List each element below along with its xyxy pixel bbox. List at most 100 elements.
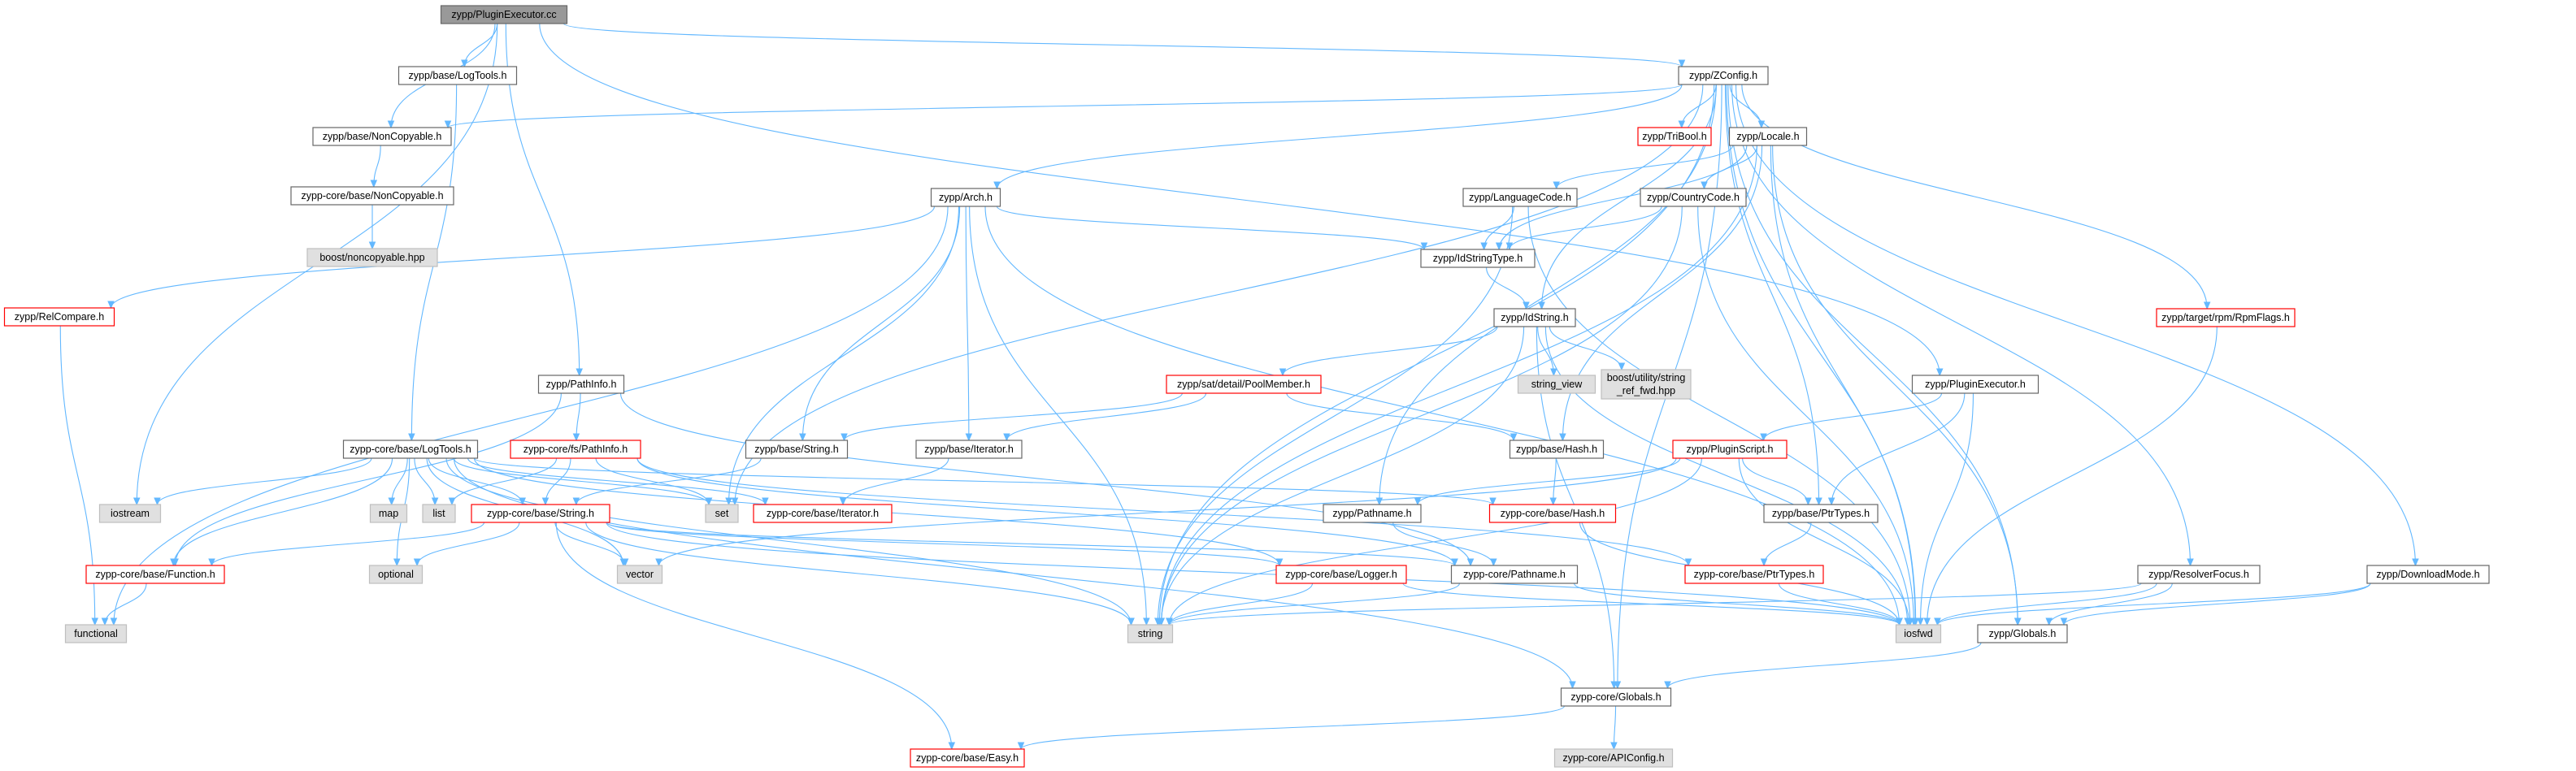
edge-idstring-to-boost-string-ref bbox=[1549, 326, 1626, 371]
node-label: zypp/Arch.h bbox=[939, 192, 993, 203]
node-box bbox=[745, 440, 849, 459]
graph-node-core-logger[interactable]: zypp-core/base/Logger.h bbox=[1275, 565, 1407, 584]
graph-node-noncopyable[interactable]: zypp/base/NonCopyable.h bbox=[312, 127, 452, 146]
node-box bbox=[422, 504, 456, 523]
graph-node-core-pathname[interactable]: zypp-core/Pathname.h bbox=[1450, 565, 1579, 584]
graph-node-poolmember[interactable]: zypp/sat/detail/PoolMember.h bbox=[1166, 375, 1322, 394]
graph-node-locale[interactable]: zypp/Locale.h bbox=[1728, 127, 1808, 146]
graph-node-boost-noncopyable[interactable]: boost/noncopyable.hpp bbox=[306, 248, 438, 267]
graph-node-logtools-h[interactable]: zypp/base/LogTools.h bbox=[397, 66, 518, 85]
graph-node-zconfig[interactable]: zypp/ZConfig.h bbox=[1678, 66, 1769, 85]
node-box bbox=[1275, 565, 1407, 584]
edge-base-iterator-to-core-iterator bbox=[839, 457, 949, 506]
graph-node-core-hash[interactable]: zypp-core/base/Hash.h bbox=[1488, 504, 1617, 523]
node-box bbox=[616, 565, 663, 584]
graph-node-core-easy[interactable]: zypp-core/base/Easy.h bbox=[910, 748, 1025, 768]
graph-node-root[interactable]: zypp/PluginExecutor.cc bbox=[440, 5, 568, 24]
edge-idstring-to-poolmember bbox=[1279, 326, 1498, 377]
graph-node-base-string[interactable]: zypp/base/String.h bbox=[745, 440, 849, 459]
node-box bbox=[2156, 308, 2296, 327]
graph-node-base-iterator[interactable]: zypp/base/Iterator.h bbox=[915, 440, 1023, 459]
node-box bbox=[915, 440, 1023, 459]
graph-node-core-globals[interactable]: zypp-core/Globals.h bbox=[1560, 687, 1672, 707]
graph-node-tribool[interactable]: zypp/TriBool.h bbox=[1637, 127, 1712, 146]
node-label: zypp-core/base/Function.h bbox=[95, 569, 215, 580]
graph-node-pluginscript[interactable]: zypp/PluginScript.h bbox=[1672, 440, 1788, 459]
graph-node-base-ptrtypes[interactable]: zypp/base/PtrTypes.h bbox=[1763, 504, 1879, 523]
edge-arch-to-base-string bbox=[799, 206, 961, 442]
edge-core-ptrtypes-to-iosfwd bbox=[1778, 583, 1903, 626]
graph-node-pathinfo[interactable]: zypp/PathInfo.h bbox=[537, 375, 625, 394]
edge-pathinfo-to-core-function bbox=[172, 392, 562, 567]
graph-node-core-ptrtypes[interactable]: zypp-core/base/PtrTypes.h bbox=[1684, 565, 1824, 584]
node-box bbox=[1601, 369, 1692, 400]
edge-pluginscript-to-vector bbox=[655, 457, 1677, 567]
edge-base-ptrtypes-to-core-ptrtypes bbox=[1760, 522, 1812, 567]
graph-node-core-logtools[interactable]: zypp-core/base/LogTools.h bbox=[342, 440, 479, 459]
edge-resolverfocus-to-iosfwd bbox=[1934, 583, 2157, 626]
graph-node-pluginexecutor-h[interactable]: zypp/PluginExecutor.h bbox=[1911, 375, 2040, 394]
graph-node-fs-pathinfo[interactable]: zypp-core/fs/PathInfo.h bbox=[510, 440, 641, 459]
graph-node-idstring[interactable]: zypp/IdString.h bbox=[1493, 308, 1576, 327]
graph-node-core-apiconfig[interactable]: zypp-core/APIConfig.h bbox=[1553, 748, 1674, 768]
graph-node-map[interactable]: map bbox=[369, 504, 408, 523]
node-label: zypp/PluginExecutor.h bbox=[1925, 379, 2026, 390]
graph-node-pathname-h[interactable]: zypp/Pathname.h bbox=[1323, 504, 1422, 523]
node-label: zypp/base/Hash.h bbox=[1516, 444, 1597, 455]
edge-pluginscript-to-base-ptrtypes bbox=[1742, 457, 1812, 506]
graph-node-iostream[interactable]: iostream bbox=[98, 504, 162, 523]
node-label: zypp/target/rpm/RpmFlags.h bbox=[2161, 312, 2290, 323]
graph-node-set[interactable]: set bbox=[705, 504, 739, 523]
graph-node-core-string[interactable]: zypp-core/base/String.h bbox=[471, 504, 610, 523]
edge-rpmflags-to-iosfwd bbox=[1923, 326, 2218, 626]
node-label: zypp-core/Globals.h bbox=[1570, 691, 1661, 703]
edge-zconfig-to-string bbox=[1156, 84, 1715, 626]
node-label: zypp-core/Pathname.h bbox=[1463, 569, 1566, 580]
graph-node-rpmflags[interactable]: zypp/target/rpm/RpmFlags.h bbox=[2156, 308, 2296, 327]
node-label: zypp/ResolverFocus.h bbox=[2148, 569, 2249, 580]
graph-node-resolverfocus[interactable]: zypp/ResolverFocus.h bbox=[2137, 565, 2261, 584]
graph-node-vector[interactable]: vector bbox=[616, 565, 663, 584]
edge-root-to-pathinfo bbox=[505, 23, 583, 377]
node-label: zypp/RelCompare.h bbox=[15, 311, 105, 323]
node-box bbox=[1462, 188, 1578, 207]
edge-core-string-to-core-function bbox=[208, 522, 485, 567]
node-label: zypp-core/fs/PathInfo.h bbox=[523, 444, 628, 455]
graph-node-functional[interactable]: functional bbox=[64, 624, 128, 643]
graph-node-countrycode[interactable]: zypp/CountryCode.h bbox=[1640, 188, 1747, 207]
edge-countrycode-to-iosfwd bbox=[1697, 206, 1918, 626]
edge-pathinfo-to-fs-pathinfo bbox=[572, 392, 581, 442]
graph-node-base-hash[interactable]: zypp/base/Hash.h bbox=[1509, 440, 1605, 459]
node-label: zypp-core/base/Easy.h bbox=[916, 752, 1019, 764]
node-label: zypp-core/base/PtrTypes.h bbox=[1694, 569, 1815, 580]
graph-node-core-iterator[interactable]: zypp-core/base/Iterator.h bbox=[753, 504, 893, 523]
edge-core-noncopyable-to-boost-noncopyable bbox=[368, 204, 376, 250]
node-label: zypp/IdString.h bbox=[1501, 312, 1568, 323]
node-label: zypp/PathInfo.h bbox=[546, 379, 617, 390]
graph-node-core-noncopyable[interactable]: zypp-core/base/NonCopyable.h bbox=[290, 186, 454, 206]
edge-core-logtools-to-map bbox=[388, 457, 408, 506]
edge-locale-to-countrycode bbox=[1701, 145, 1758, 190]
graph-node-core-function[interactable]: zypp-core/base/Function.h bbox=[85, 565, 225, 584]
node-label: string_view bbox=[1531, 379, 1583, 390]
graph-node-downloadmode[interactable]: zypp/DownloadMode.h bbox=[2366, 565, 2490, 584]
edge-poolmember-to-base-hash bbox=[1286, 392, 1518, 442]
graph-node-string-view[interactable]: string_view bbox=[1517, 375, 1596, 394]
node-box bbox=[1678, 66, 1769, 85]
graph-node-list[interactable]: list bbox=[422, 504, 456, 523]
node-label: functional bbox=[74, 628, 118, 639]
node-label: _ref_fwd.hpp bbox=[1616, 385, 1675, 396]
node-box bbox=[98, 504, 162, 523]
graph-node-optional[interactable]: optional bbox=[368, 565, 424, 584]
edge-arch-to-relcompare bbox=[107, 206, 936, 310]
graph-node-zypp-globals[interactable]: zypp/Globals.h bbox=[1977, 624, 2068, 643]
node-box bbox=[306, 248, 438, 267]
graph-node-boost-string-ref[interactable]: boost/utility/string_ref_fwd.hpp bbox=[1601, 369, 1692, 400]
graph-node-string[interactable]: string bbox=[1127, 624, 1174, 643]
graph-node-arch[interactable]: zypp/Arch.h bbox=[930, 188, 1001, 207]
graph-node-relcompare[interactable]: zypp/RelCompare.h bbox=[3, 307, 115, 327]
edge-zconfig-to-downloadmode bbox=[1735, 84, 2419, 567]
graph-node-iosfwd[interactable]: iosfwd bbox=[1895, 624, 1942, 643]
graph-node-idstringtype[interactable]: zypp/IdStringType.h bbox=[1420, 249, 1536, 268]
graph-node-languagecode[interactable]: zypp/LanguageCode.h bbox=[1462, 188, 1578, 207]
